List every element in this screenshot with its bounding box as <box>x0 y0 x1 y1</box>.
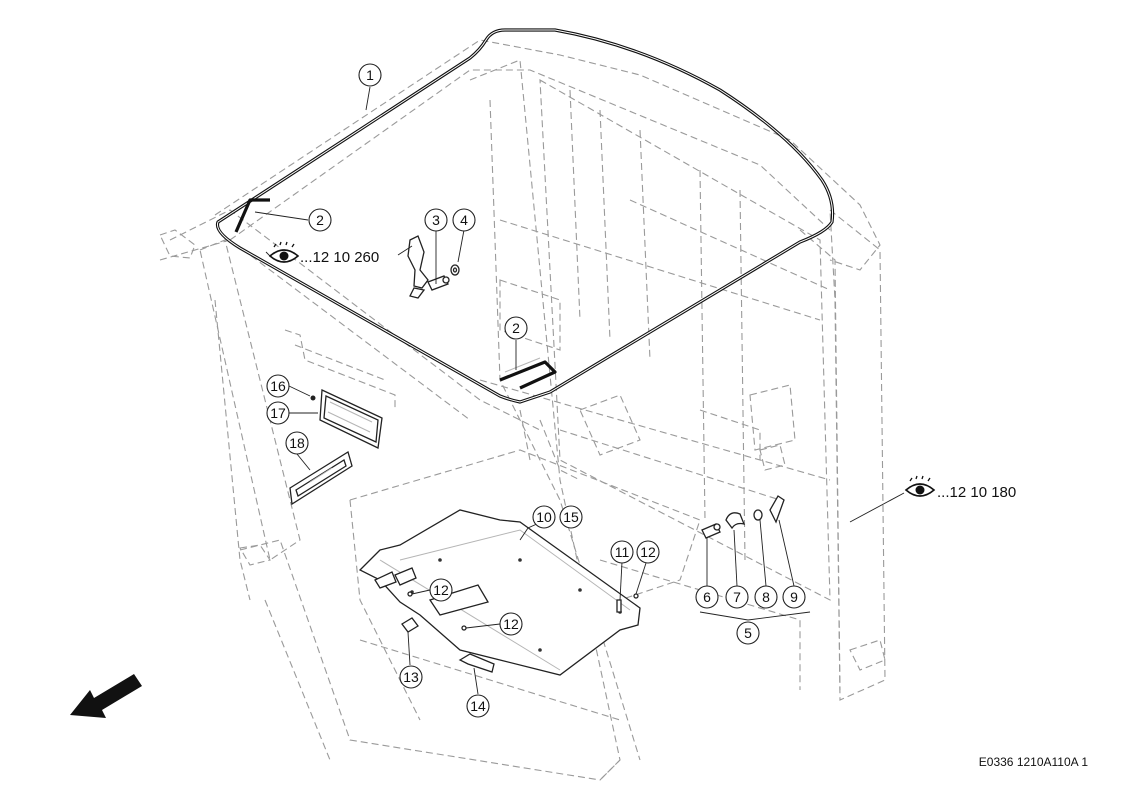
svg-text:5: 5 <box>744 625 752 641</box>
callout-7: 7 <box>725 585 749 609</box>
callout-12-right: 12 <box>636 540 660 564</box>
callout-5: 5 <box>736 621 760 645</box>
svg-text:15: 15 <box>563 509 579 525</box>
part-14-bracket <box>458 653 495 673</box>
callout-12-bottom: 12 <box>499 612 523 636</box>
callout-12-left: 12 <box>429 578 453 602</box>
callout-17: 17 <box>266 401 290 425</box>
part-11-bolt <box>616 599 622 613</box>
svg-text:9: 9 <box>790 589 798 605</box>
callout-4: 4 <box>452 208 476 232</box>
part-2-seal-corner-front <box>499 357 557 390</box>
callout-6: 6 <box>695 585 719 609</box>
part-16-screw <box>310 395 316 401</box>
svg-text:17: 17 <box>270 405 286 421</box>
svg-text:11: 11 <box>615 544 630 560</box>
callout-3: 3 <box>424 208 448 232</box>
svg-text:6: 6 <box>703 589 711 605</box>
svg-text:3: 3 <box>432 212 440 228</box>
part-1-roof-seal <box>215 28 835 404</box>
svg-text:4: 4 <box>460 212 468 228</box>
callout-13: 13 <box>399 665 423 689</box>
part-13-clip <box>401 617 419 633</box>
svg-text:2: 2 <box>512 320 520 336</box>
part-10-floor-plate <box>358 509 641 676</box>
svg-text:...12 10 180: ...12 10 180 <box>937 484 1016 501</box>
svg-text:2: 2 <box>316 212 324 228</box>
eye-icon <box>268 241 300 263</box>
svg-text:18: 18 <box>289 435 305 451</box>
callout-16: 16 <box>266 374 290 398</box>
part-2-seal-corner-top <box>234 198 270 233</box>
svg-text:16: 16 <box>270 378 286 394</box>
svg-text:...12 10 260: ...12 10 260 <box>300 249 379 266</box>
callout-8: 8 <box>754 585 778 609</box>
part-18-gasket <box>289 450 353 506</box>
part-8-washer <box>753 509 763 521</box>
svg-text:12: 12 <box>503 616 519 632</box>
part-6-fitting <box>701 523 721 539</box>
svg-text:13: 13 <box>403 669 419 685</box>
callout-2-front: 2 <box>504 316 528 340</box>
reference-right: ...12 10 180 <box>904 475 1016 501</box>
svg-text:10: 10 <box>536 509 552 525</box>
part-17-panel <box>319 389 383 449</box>
svg-text:1: 1 <box>366 67 374 83</box>
callout-2-top: 2 <box>308 208 332 232</box>
part-4-washer <box>450 264 460 276</box>
callout-18: 18 <box>285 431 309 455</box>
svg-text:14: 14 <box>470 698 486 714</box>
svg-text:7: 7 <box>733 589 741 605</box>
svg-text:8: 8 <box>762 589 770 605</box>
callout-11: 11 <box>610 540 634 564</box>
callout-14: 14 <box>466 694 490 718</box>
callout-1: 1 <box>358 63 382 87</box>
eye-icon <box>904 475 936 497</box>
part-3-latch <box>407 235 450 299</box>
callout-9: 9 <box>782 585 806 609</box>
travel-direction-arrow-icon <box>70 674 142 718</box>
leader-lines <box>254 86 905 695</box>
drawing-code: E0336 1210A110A 1 <box>979 755 1089 769</box>
part-9-bracket <box>769 495 785 524</box>
callout-15: 15 <box>559 505 583 529</box>
svg-text:12: 12 <box>640 544 656 560</box>
svg-text:12: 12 <box>433 582 449 598</box>
callout-10: 10 <box>532 505 556 529</box>
reference-left: ...12 10 260 <box>268 241 379 266</box>
part-7-hose-elbow <box>725 512 746 530</box>
